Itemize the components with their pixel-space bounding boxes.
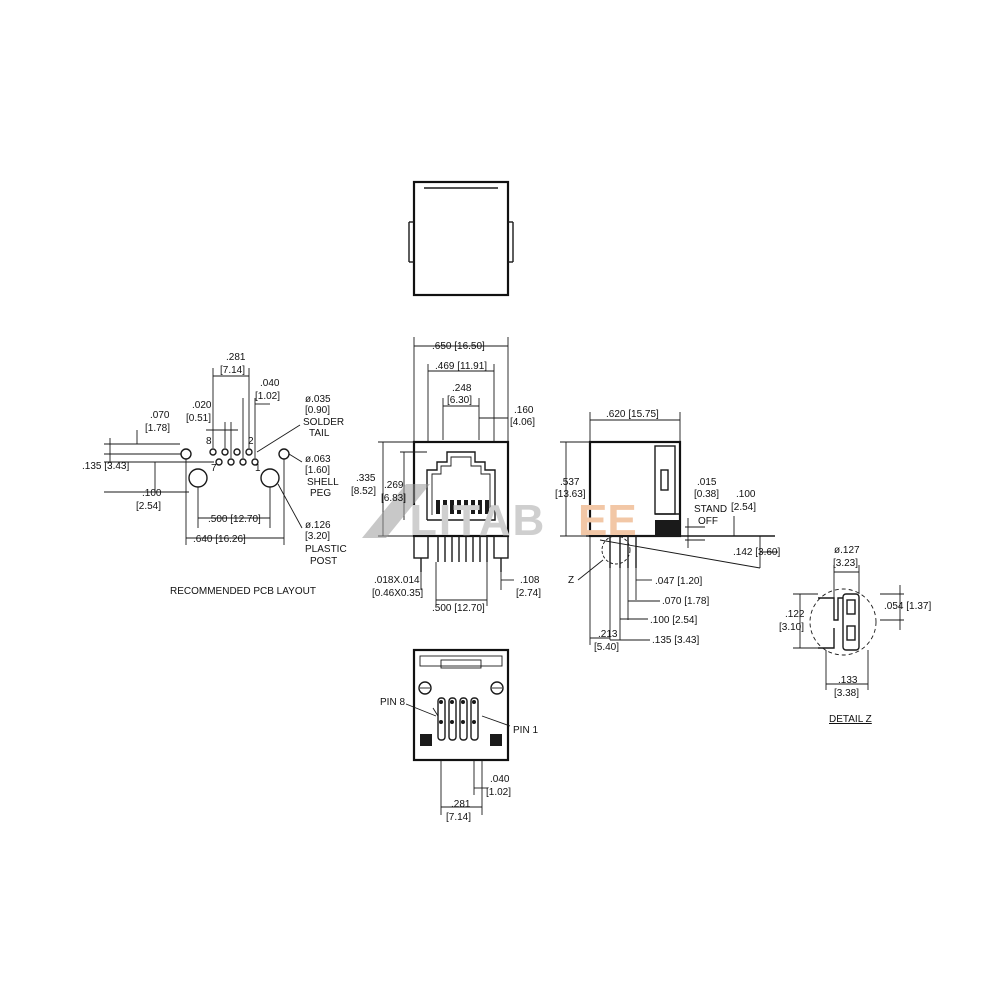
pcb-pin-8: 8 — [206, 436, 212, 447]
bottom-dim-281: .281 — [451, 799, 471, 810]
pcb-dim-070: .070 — [150, 410, 170, 421]
pcb-layout — [104, 368, 303, 545]
detail-dim-127: ø.127 — [834, 545, 860, 556]
pcb-pin-holes — [209, 448, 259, 466]
front-dim-335: .335 — [356, 473, 376, 484]
pcb-pin-2: 2 — [248, 436, 254, 447]
pcb-pin-7: 7 — [211, 463, 217, 474]
front-dim-160-mm: [4.06] — [510, 417, 535, 428]
pcb-pin-1: 1 — [255, 463, 261, 474]
pcb-shell-dia: ø.063 — [305, 454, 331, 465]
watermark: LITAB EE — [362, 484, 637, 545]
pcb-dim-640: .640 [16.26] — [193, 534, 246, 545]
bottom-pin1: PIN 1 — [513, 725, 538, 736]
pcb-dim-500: .500 [12.70] — [208, 514, 261, 525]
pcb-post-dia: ø.126 — [305, 520, 331, 531]
pcb-plastic-label: PLASTIC — [305, 544, 347, 555]
pcb-dim-020: .020 — [192, 400, 212, 411]
front-dim-160: .160 — [514, 405, 534, 416]
pcb-peg-label: PEG — [310, 488, 331, 499]
pcb-post-mm: [3.20] — [305, 531, 330, 542]
front-contacts — [436, 500, 489, 514]
front-dim-269-mm: [6.83] — [381, 493, 406, 504]
side-dim-047: .047 [1.20] — [655, 576, 702, 587]
front-dim-018: .018X.014 — [374, 575, 420, 586]
detail-z — [793, 565, 904, 690]
pcb-solder-dia: ø.035 — [305, 394, 331, 405]
side-dim-213: .213 — [598, 629, 618, 640]
front-dim-018-mm: [0.46X0.35] — [372, 588, 423, 599]
detail-dim-133: .133 — [838, 675, 858, 686]
pcb-dim-100-mm: [2.54] — [136, 501, 161, 512]
detail-title: DETAIL Z — [829, 714, 872, 725]
bottom-view — [405, 648, 511, 815]
pcb-dim-100: .100 — [142, 488, 162, 499]
side-standoff-2: OFF — [698, 516, 718, 527]
bottom-pin-slots — [437, 697, 479, 741]
side-dim-100: .100 — [736, 489, 756, 500]
pcb-dim-040: .040 — [260, 378, 280, 389]
pcb-dim-135: .135 [3.43] — [82, 461, 129, 472]
side-dim-015-mm: [0.38] — [694, 489, 719, 500]
pcb-dim-281-mm: [7.14] — [220, 365, 245, 376]
watermark-text: LITAB — [410, 496, 546, 545]
top-view — [408, 180, 514, 297]
side-z-label: Z — [568, 575, 574, 586]
detail-dim-133-mm: [3.38] — [834, 688, 859, 699]
bottom-dim-040-mm: [1.02] — [486, 787, 511, 798]
pcb-dim-040-mm: [1.02] — [255, 391, 280, 402]
side-dim-070: .070 [1.78] — [662, 596, 709, 607]
pcb-post-label: POST — [310, 556, 337, 567]
front-dim-248: .248 — [452, 383, 472, 394]
bottom-pin8: PIN 8 — [380, 697, 405, 708]
front-dim-108: .108 — [520, 575, 540, 586]
detail-dim-127-mm: [3.23] — [833, 558, 858, 569]
side-dim-537-mm: [13.63] — [555, 489, 586, 500]
front-dim-650: .650 [16.50] — [432, 341, 485, 352]
detail-dim-122-mm: [3.10] — [779, 622, 804, 633]
pcb-title: RECOMMENDED PCB LAYOUT — [170, 586, 316, 597]
front-dim-469: .469 [11.91] — [435, 361, 487, 372]
front-dim-248-mm: [6.30] — [447, 395, 472, 406]
side-dim-620: .620 [15.75] — [606, 409, 659, 420]
side-dim-100-mm: [2.54] — [731, 502, 756, 513]
pcb-dim-070-mm: [1.78] — [145, 423, 170, 434]
detail-dim-122: .122 — [785, 609, 805, 620]
bottom-dim-040: .040 — [490, 774, 510, 785]
side-dim-213-mm: [5.40] — [594, 642, 619, 653]
side-standoff-1: STAND — [694, 504, 727, 515]
pcb-solder-label: SOLDER — [303, 417, 344, 428]
detail-dim-054: .054 [1.37] — [884, 601, 931, 612]
side-view — [560, 412, 778, 645]
pcb-dim-281: .281 — [226, 352, 246, 363]
front-dim-108-mm: [2.74] — [516, 588, 541, 599]
side-dim-135: .135 [3.43] — [652, 635, 699, 646]
side-dim-537: .537 — [560, 477, 580, 488]
pcb-tail-label: TAIL — [309, 428, 330, 439]
pcb-shell-label: SHELL — [307, 477, 339, 488]
watermark-suffix: EE — [578, 496, 637, 545]
bottom-dim-281-mm: [7.14] — [446, 812, 471, 823]
pcb-solder-mm: [0.90] — [305, 405, 330, 416]
front-view — [378, 337, 514, 606]
pcb-dim-020-mm: [0.51] — [186, 413, 211, 424]
side-dim-142: .142 [3.60] — [733, 547, 780, 558]
side-dim-100b: .100 [2.54] — [650, 615, 697, 626]
front-leads — [413, 535, 509, 572]
pcb-shell-mm: [1.60] — [305, 465, 330, 476]
front-dim-269: .269 — [384, 480, 404, 491]
side-dim-015: .015 — [697, 477, 717, 488]
front-dim-500: .500 [12.70] — [432, 603, 485, 614]
front-dim-335-mm: [8.52] — [351, 486, 376, 497]
